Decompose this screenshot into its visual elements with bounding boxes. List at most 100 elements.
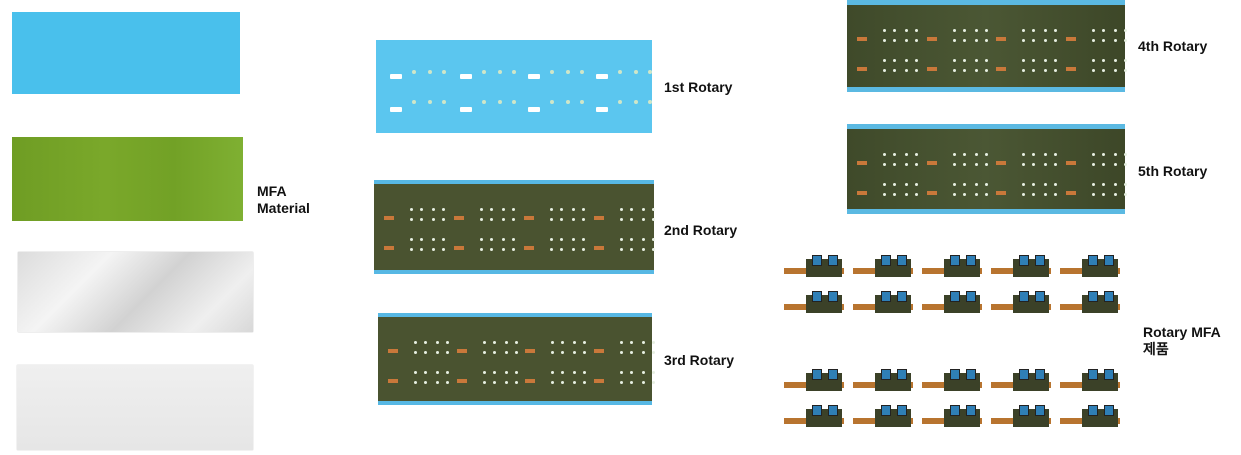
circuit-glint	[642, 248, 645, 251]
rotary-product-label: Rotary MFA 제품	[1143, 324, 1221, 357]
circuit-glint	[652, 238, 655, 241]
circuit-glint	[915, 29, 918, 32]
circuit-glint	[905, 29, 908, 32]
mfa-product-unit	[991, 255, 1051, 279]
circuit-glint	[893, 29, 896, 32]
rotary-4-label: 4th Rotary	[1138, 38, 1208, 54]
circuit-glint	[652, 208, 655, 211]
circuit-glint	[414, 381, 417, 384]
circuit-glint	[414, 371, 417, 374]
circuit-glint	[551, 341, 554, 344]
circuit-glint	[1044, 183, 1047, 186]
circuit-glint	[915, 163, 918, 166]
circuit-glint	[1091, 59, 1095, 62]
circuit-glint	[642, 238, 645, 241]
circuit-glint	[651, 341, 655, 344]
liner-dot	[442, 70, 446, 74]
circuit-glint	[480, 208, 483, 211]
circuit-glint	[561, 381, 564, 384]
circuit-glint	[974, 183, 978, 186]
circuit-glint	[984, 193, 988, 196]
circuit-glint	[1091, 163, 1095, 166]
circuit-glint	[512, 218, 515, 221]
liner-dot	[498, 100, 502, 104]
circuit-glint	[962, 29, 966, 32]
circuit-glint	[432, 218, 435, 221]
circuit-glint	[984, 163, 988, 166]
circuit-glint	[480, 238, 483, 241]
circuit-glint	[514, 371, 518, 374]
circuit-glint	[883, 39, 886, 42]
circuit-glint	[490, 208, 493, 211]
liner-dot	[618, 70, 622, 74]
circuit-glint	[1091, 29, 1095, 32]
circuit-glint	[974, 163, 978, 166]
circuit-glint	[905, 59, 908, 62]
copper-pad	[454, 216, 464, 220]
circuit-glint	[514, 341, 518, 344]
mfa-product-unit	[853, 291, 913, 315]
circuit-glint	[883, 153, 886, 156]
liner-slot	[528, 74, 540, 79]
mfa-product-unit	[853, 255, 913, 279]
circuit-glint	[1123, 193, 1127, 196]
copper-pad	[926, 37, 937, 41]
circuit-glint	[641, 371, 645, 374]
circuit-glint	[490, 238, 493, 241]
copper-pad	[926, 161, 937, 165]
circuit-glint	[629, 371, 633, 374]
circuit-glint	[915, 153, 918, 156]
liner-dot	[566, 70, 570, 74]
circuit-glint	[420, 218, 423, 221]
copper-pad	[926, 191, 937, 195]
circuit-glint	[442, 218, 445, 221]
copper-pad	[525, 349, 535, 353]
circuit-glint	[446, 371, 449, 374]
circuit-glint	[502, 248, 505, 251]
circuit-glint	[952, 193, 956, 196]
liner-dot	[566, 100, 570, 104]
circuit-glint	[1113, 163, 1117, 166]
circuit-glint	[424, 381, 427, 384]
circuit-glint	[1044, 69, 1047, 72]
circuit-glint	[424, 371, 427, 374]
circuit-glint	[905, 193, 908, 196]
liner-slot	[460, 107, 472, 112]
circuit-glint	[482, 371, 486, 374]
mfa-product-unit	[1060, 255, 1120, 279]
circuit-glint	[432, 248, 435, 251]
circuit-glint	[436, 381, 439, 384]
liner-dot	[634, 100, 638, 104]
liner-dot	[428, 100, 432, 104]
rotary-2-label: 2nd Rotary	[664, 222, 738, 238]
circuit-glint	[893, 183, 896, 186]
circuit-glint	[1101, 39, 1105, 42]
mfa-product-unit	[853, 405, 913, 429]
circuit-glint	[424, 351, 427, 354]
copper-pad	[388, 379, 398, 383]
circuit-glint	[561, 371, 564, 374]
circuit-glint	[1123, 59, 1127, 62]
circuit-glint	[630, 238, 633, 241]
circuit-glint	[551, 351, 554, 354]
circuit-glint	[436, 351, 439, 354]
circuit-glint	[1022, 163, 1025, 166]
circuit-glint	[1044, 29, 1047, 32]
circuit-glint	[442, 208, 445, 211]
liner-dot	[482, 100, 486, 104]
circuit-glint	[480, 248, 483, 251]
circuit-glint	[1032, 29, 1035, 32]
circuit-glint	[893, 69, 896, 72]
circuit-glint	[573, 371, 576, 374]
liner-slot	[596, 74, 608, 79]
circuit-glint	[560, 218, 563, 221]
circuit-glint	[915, 59, 918, 62]
circuit-glint	[1022, 29, 1025, 32]
circuit-glint	[651, 381, 655, 384]
circuit-glint	[1123, 153, 1127, 156]
circuit-glint	[1032, 153, 1035, 156]
mfa-product-unit	[922, 291, 982, 315]
circuit-glint	[1032, 183, 1035, 186]
circuit-glint	[551, 381, 554, 384]
circuit-glint	[550, 208, 553, 211]
